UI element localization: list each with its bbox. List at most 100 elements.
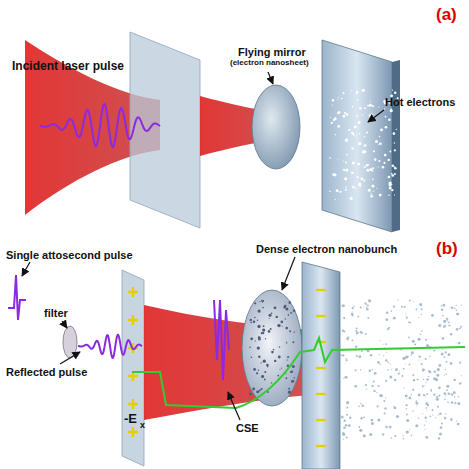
illustration-part xyxy=(361,178,364,181)
illustration-part xyxy=(422,370,424,372)
illustration-part xyxy=(391,189,393,191)
illustration-part xyxy=(342,433,345,436)
illustration-part xyxy=(262,329,265,332)
illustration-part xyxy=(461,305,462,306)
illustration-part xyxy=(385,318,388,321)
illustration-part xyxy=(373,150,375,152)
illustration-part xyxy=(388,176,391,179)
illustration-part xyxy=(290,312,292,314)
illustration-part xyxy=(62,321,67,328)
illustration-part xyxy=(316,315,326,317)
illustration-part xyxy=(448,325,450,327)
illustration-part xyxy=(446,385,449,388)
illustration-part xyxy=(257,347,260,350)
illustration-part xyxy=(459,328,460,329)
illustration-part xyxy=(334,117,337,120)
illustration-part xyxy=(342,305,345,308)
illustration-part xyxy=(435,378,438,381)
illustration-part xyxy=(403,388,404,389)
part-label: CSE xyxy=(236,422,259,434)
illustration-part xyxy=(438,414,439,415)
illustration-part xyxy=(347,337,349,339)
illustration-part xyxy=(374,372,377,375)
illustration-part xyxy=(385,397,386,398)
illustration-part xyxy=(341,416,344,419)
illustration-part xyxy=(392,165,394,167)
illustration-part xyxy=(456,328,459,331)
illustration-part xyxy=(456,305,457,306)
illustration-part xyxy=(60,352,80,364)
illustration-part xyxy=(380,340,381,341)
illustration-part xyxy=(446,319,448,321)
illustration-part xyxy=(288,388,290,390)
illustration-part xyxy=(367,305,369,307)
illustration-part xyxy=(268,72,273,84)
illustration-part xyxy=(355,330,357,332)
illustration-part xyxy=(405,314,406,315)
illustration-part xyxy=(122,270,144,466)
illustration-part xyxy=(343,305,345,307)
illustration-part xyxy=(391,437,393,439)
illustration-part xyxy=(446,374,447,375)
illustration-part xyxy=(425,385,426,386)
illustration-part xyxy=(257,325,260,328)
illustration-part xyxy=(411,435,413,437)
illustration-part xyxy=(359,133,360,134)
illustration-part xyxy=(330,117,331,118)
illustration-part xyxy=(261,332,263,334)
illustration-part xyxy=(265,338,266,339)
illustration-part xyxy=(363,434,366,437)
illustration-part xyxy=(382,433,384,435)
illustration-part xyxy=(128,287,138,297)
illustration-part xyxy=(362,114,363,115)
illustration-part xyxy=(364,302,366,304)
illustration-part xyxy=(250,322,252,324)
illustration-part xyxy=(392,174,395,177)
illustration-part xyxy=(258,370,259,371)
illustration-part xyxy=(353,134,355,136)
illustration-part xyxy=(421,308,423,310)
illustration-part xyxy=(439,433,442,436)
illustration-part xyxy=(372,105,374,107)
illustration-part xyxy=(252,388,255,391)
illustration-part xyxy=(249,393,252,396)
illustration-part xyxy=(371,422,374,425)
illustration-part xyxy=(384,154,387,157)
illustration-part xyxy=(352,307,354,309)
illustration-part xyxy=(426,378,428,380)
illustration-part xyxy=(385,380,387,382)
illustration-part xyxy=(394,149,396,151)
illustration-part xyxy=(271,351,274,354)
part-label: filter xyxy=(44,307,68,319)
illustration-part xyxy=(386,352,387,353)
illustration-part xyxy=(266,364,269,367)
illustration-part xyxy=(345,186,347,188)
illustration-part xyxy=(423,379,424,380)
illustration-part xyxy=(269,314,272,317)
illustration-part xyxy=(356,91,359,94)
illustration-part xyxy=(411,351,414,354)
illustration-part xyxy=(362,151,365,154)
illustration-part xyxy=(384,108,385,109)
illustration-part xyxy=(432,409,434,411)
illustration-part xyxy=(356,355,358,357)
illustration-part xyxy=(339,191,341,193)
illustration-part xyxy=(351,90,352,91)
illustration-part xyxy=(377,405,379,407)
illustration-part xyxy=(441,309,443,311)
illustration-part xyxy=(445,369,446,370)
illustration-part xyxy=(393,406,395,408)
illustration-part xyxy=(413,379,415,381)
illustration-part xyxy=(263,360,266,363)
illustration-part xyxy=(456,342,457,343)
illustration-part xyxy=(288,391,291,394)
illustration-part xyxy=(316,419,326,421)
illustration-part xyxy=(343,92,345,94)
illustration-part xyxy=(352,162,355,165)
illustration-part xyxy=(397,300,398,301)
illustration-part xyxy=(399,371,400,372)
illustration-part xyxy=(350,197,353,200)
illustration-part xyxy=(344,177,347,180)
illustration-part xyxy=(370,101,371,102)
illustration-part xyxy=(438,386,441,389)
